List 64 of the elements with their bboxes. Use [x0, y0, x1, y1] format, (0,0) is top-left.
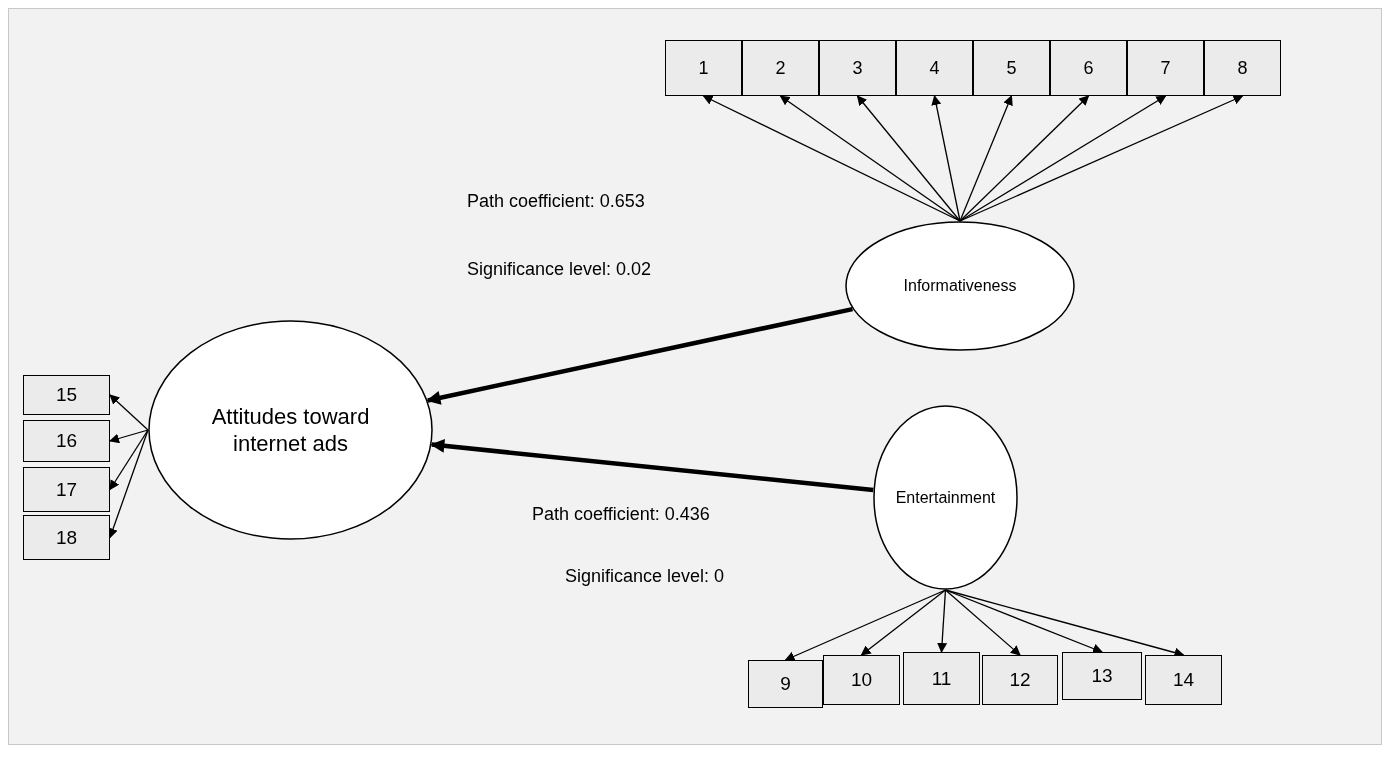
- arrow: [937, 589, 948, 653]
- arrow: [959, 95, 1013, 222]
- indicator-box: [973, 40, 1050, 96]
- thick-arrow: [426, 306, 853, 405]
- item-number: 11: [931, 666, 952, 691]
- indicator-box: [1062, 652, 1142, 700]
- coefficient-note: Significance level: 0.02: [467, 258, 652, 281]
- item-number: 7: [1160, 56, 1171, 80]
- item-number: 12: [1009, 668, 1031, 692]
- indicator-box: [23, 515, 110, 560]
- indicator-box: [748, 660, 823, 708]
- coefficient-note: Path coefficient: 0.653: [467, 190, 645, 213]
- arrow: [784, 589, 947, 661]
- arrow: [944, 589, 1021, 656]
- item-number: 14: [1172, 668, 1195, 692]
- indicator-box: [982, 655, 1058, 705]
- item-number: 16: [55, 429, 78, 453]
- indicator-box: [819, 40, 896, 96]
- arrow: [108, 429, 149, 539]
- arrow: [109, 394, 149, 431]
- arrow: [779, 95, 961, 222]
- arrow: [109, 429, 149, 444]
- item-number: 3: [852, 56, 863, 80]
- construct-ellipse: [148, 320, 433, 540]
- construct-label: Attitudes toward internet ads: [210, 402, 371, 458]
- indicator-box: [23, 375, 110, 415]
- construct-label: Entertainment: [895, 487, 996, 508]
- item-number: 10: [850, 668, 873, 692]
- indicator-box: [23, 420, 110, 462]
- item-number: 15: [55, 383, 78, 407]
- construct-ellipse: [845, 221, 1075, 351]
- item-number: 17: [55, 477, 78, 502]
- indicator-box: [1050, 40, 1127, 96]
- indicator-box: [1127, 40, 1204, 96]
- arrow: [856, 95, 961, 222]
- coefficient-note: Significance level: 0: [565, 565, 725, 588]
- arrow: [931, 95, 961, 222]
- item-number: 5: [1006, 56, 1017, 80]
- indicator-box: [896, 40, 973, 96]
- construct-ellipse: [873, 405, 1018, 590]
- arrow: [702, 95, 961, 222]
- item-number: 9: [780, 672, 791, 696]
- indicator-box: [665, 40, 742, 96]
- item-number: 13: [1091, 664, 1113, 688]
- indicator-box: [903, 652, 980, 705]
- item-number: 18: [55, 525, 78, 550]
- arrow: [959, 95, 1167, 222]
- arrow: [959, 95, 1090, 222]
- indicator-box: [823, 655, 900, 705]
- coefficient-note: Path coefficient: 0.436: [532, 503, 710, 526]
- indicator-box: [1204, 40, 1281, 96]
- arrow: [959, 95, 1244, 222]
- thick-arrow: [430, 438, 874, 493]
- arrow: [860, 589, 947, 656]
- indicator-box: [742, 40, 819, 96]
- item-number: 6: [1083, 56, 1094, 80]
- item-number: 8: [1237, 56, 1248, 80]
- item-number: 1: [698, 56, 709, 80]
- indicator-box: [1145, 655, 1222, 705]
- arrow: [109, 429, 149, 491]
- item-number: 2: [775, 56, 786, 80]
- item-number: 4: [929, 56, 940, 80]
- construct-label: Informativeness: [903, 276, 1017, 296]
- indicator-box: [23, 467, 110, 512]
